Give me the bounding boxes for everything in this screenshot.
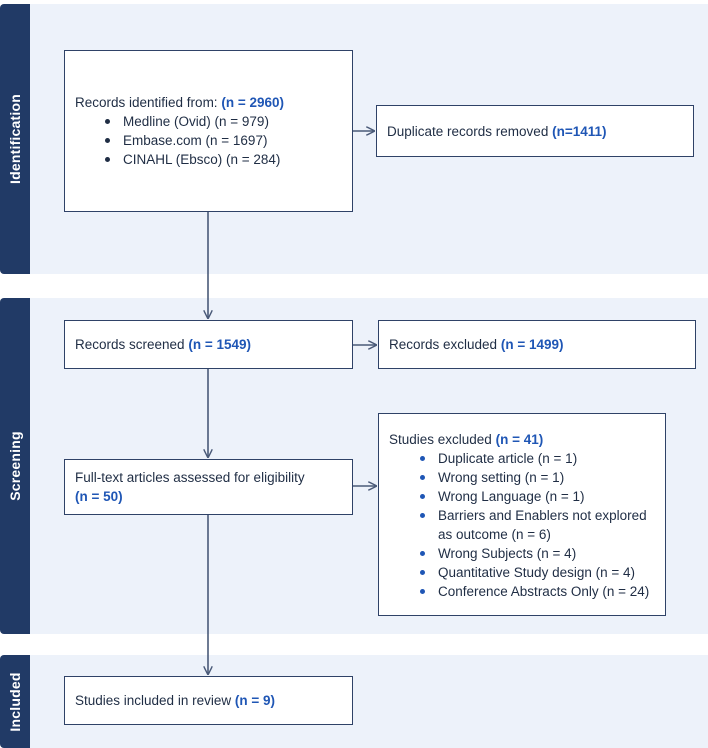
fulltext-assessed-box: Full-text articles assessed for eligibil…: [64, 459, 353, 515]
screening-phase: Screening: [0, 298, 30, 634]
source-item: Embase.com (n = 1697): [105, 131, 342, 150]
records-identified-count: (n = 2960): [221, 95, 284, 110]
exclusion-reason: Wrong Language (n = 1): [420, 487, 655, 506]
studies-excluded-label: Studies excluded: [389, 432, 492, 447]
records-screened-count: (n = 1549): [188, 337, 251, 352]
studies-included-count: (n = 9): [234, 693, 275, 708]
studies-excluded-count: (n = 41): [495, 432, 544, 447]
included-phase: Included: [0, 655, 30, 748]
source-item: CINAHL (Ebsco) (n = 284): [105, 150, 342, 169]
records-screened-label: Records screened: [75, 337, 185, 352]
records-screened-box: Records screened (n = 1549): [64, 320, 353, 369]
records-identified-box: Records identified from: (n = 2960) Medl…: [64, 50, 353, 212]
identification-phase: Identification: [0, 4, 30, 274]
studies-excluded-box: Studies excluded (n = 41) Duplicate arti…: [378, 413, 666, 616]
exclusion-reason: Quantitative Study design (n = 4): [420, 563, 655, 582]
duplicates-removed-label: Duplicate records removed: [387, 123, 549, 139]
exclusion-reason: Wrong Subjects (n = 4): [420, 544, 655, 563]
exclusion-reason: Wrong setting (n = 1): [420, 468, 655, 487]
records-identified-label: Records identified from:: [75, 95, 218, 110]
duplicates-removed-count: (n=1411): [552, 123, 607, 139]
exclusion-reason: Duplicate article (n = 1): [420, 449, 655, 468]
studies-included-box: Studies included in review (n = 9): [64, 676, 353, 725]
source-item: Medline (Ovid) (n = 979): [105, 112, 342, 131]
exclusion-reason: Conference Abstracts Only (n = 24): [420, 582, 655, 601]
exclusion-reason: Barriers and Enablers not explored as ou…: [420, 506, 655, 544]
records-excluded-box: Records excluded (n = 1499): [378, 320, 696, 369]
studies-included-label: Studies included in review: [75, 693, 232, 708]
fulltext-assessed-count: (n = 50): [75, 489, 123, 504]
fulltext-assessed-label: Full-text articles assessed for eligibil…: [75, 470, 305, 485]
duplicates-removed-box: Duplicate records removed (n=1411): [376, 105, 694, 157]
records-excluded-label: Records excluded: [389, 337, 498, 352]
records-excluded-count: (n = 1499): [500, 337, 564, 352]
